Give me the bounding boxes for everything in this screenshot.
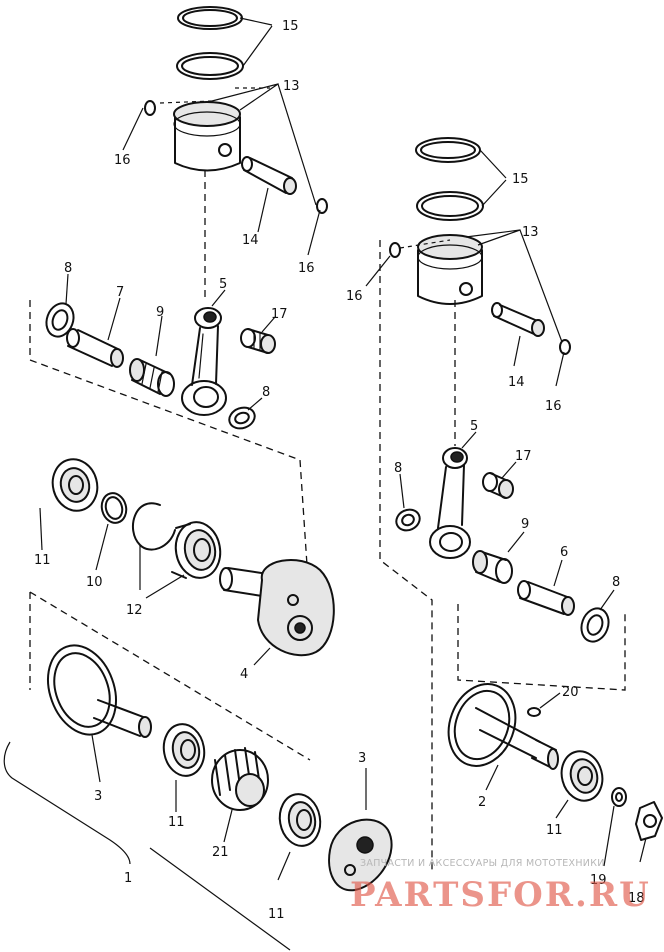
callout-20: 20	[562, 685, 579, 700]
watermark-logo: PARTSFOR.RU	[350, 875, 651, 915]
callout-1: 1	[124, 871, 132, 886]
right-pin-clip-a	[389, 242, 401, 258]
callout-11: 11	[546, 823, 563, 838]
callout-8: 8	[262, 385, 270, 400]
callout-11: 11	[168, 815, 185, 830]
callout-18: 18	[628, 891, 645, 906]
crank-nut	[635, 801, 663, 841]
callout-5: 5	[470, 419, 478, 434]
labyrinth-seal	[211, 747, 269, 811]
callout-13: 13	[283, 79, 300, 94]
right-connecting-rod	[429, 447, 471, 559]
callout-labels: 1513161416879517815131614165817968111012…	[34, 19, 645, 922]
left-retaining-ring	[100, 492, 128, 524]
left-piston	[173, 101, 241, 172]
left-thrust-washer-inner	[228, 406, 256, 430]
left-piston-ring-lower	[176, 52, 244, 80]
callout-2: 2	[478, 795, 486, 810]
callout-3: 3	[358, 751, 366, 766]
right-piston-pin	[491, 302, 545, 337]
callout-6: 6	[560, 545, 568, 560]
callout-12: 12	[126, 603, 143, 618]
callout-8: 8	[394, 461, 402, 476]
left-crank-pin	[66, 328, 124, 368]
right-needle-bearing-big	[472, 550, 513, 584]
right-thrust-washer-inner	[395, 508, 421, 532]
callout-11: 11	[268, 907, 285, 922]
callout-9: 9	[521, 517, 529, 532]
right-crank-half	[447, 683, 559, 770]
callout-16: 16	[545, 399, 562, 414]
callout-15: 15	[282, 19, 299, 34]
callout-4: 4	[240, 667, 248, 682]
callout-16: 16	[114, 153, 131, 168]
callout-8: 8	[612, 575, 620, 590]
left-connecting-rod	[181, 307, 227, 416]
left-ball-bearing	[171, 521, 222, 579]
left-needle-bearing-small	[240, 328, 276, 354]
callout-14: 14	[508, 375, 525, 390]
lower-bearing-a	[162, 723, 206, 777]
callout-5: 5	[219, 277, 227, 292]
callout-9: 9	[156, 305, 164, 320]
callout-3: 3	[94, 789, 102, 804]
right-thrust-washer-outer	[580, 607, 610, 643]
left-crank-half	[219, 558, 335, 657]
right-piston-ring-lower	[416, 191, 484, 221]
left-piston-ring-upper	[177, 6, 243, 30]
callout-17: 17	[271, 307, 288, 322]
right-pin-clip-b	[559, 339, 571, 355]
callout-11: 11	[34, 553, 51, 568]
callout-7: 7	[116, 285, 124, 300]
right-piston	[417, 234, 483, 305]
left-pin-clip-a	[144, 100, 156, 116]
callout-8: 8	[64, 261, 72, 276]
callout-14: 14	[242, 233, 259, 248]
woodruff-key	[527, 707, 541, 717]
right-needle-bearing-small	[482, 472, 514, 499]
right-piston-ring-upper	[415, 137, 481, 163]
right-flywheel-half-lower	[328, 818, 393, 892]
left-flywheel-half	[47, 644, 152, 738]
callout-19: 19	[590, 873, 607, 888]
callout-16: 16	[298, 261, 315, 276]
callout-17: 17	[515, 449, 532, 464]
left-needle-bearing-big	[129, 358, 175, 397]
callout-10: 10	[86, 575, 103, 590]
left-thrust-washer-outer	[45, 302, 75, 338]
left-snap-ring	[131, 502, 176, 551]
right-crank-pin	[517, 580, 575, 616]
callout-21: 21	[212, 845, 229, 860]
left-pin-clip-b	[316, 198, 328, 214]
right-main-bearing-seal	[560, 750, 604, 802]
watermark-tagline: ЗАПЧАСТИ И АКСЕССУАРЫ ДЛЯ МОТОТЕХНИКИ	[360, 858, 605, 869]
right-washer	[611, 787, 627, 807]
left-piston-pin	[241, 156, 297, 195]
callout-13: 13	[522, 225, 539, 240]
callout-16: 16	[346, 289, 363, 304]
lower-bearing-b	[278, 793, 322, 847]
left-main-bearing-seal	[51, 458, 99, 512]
callout-15: 15	[512, 172, 529, 187]
